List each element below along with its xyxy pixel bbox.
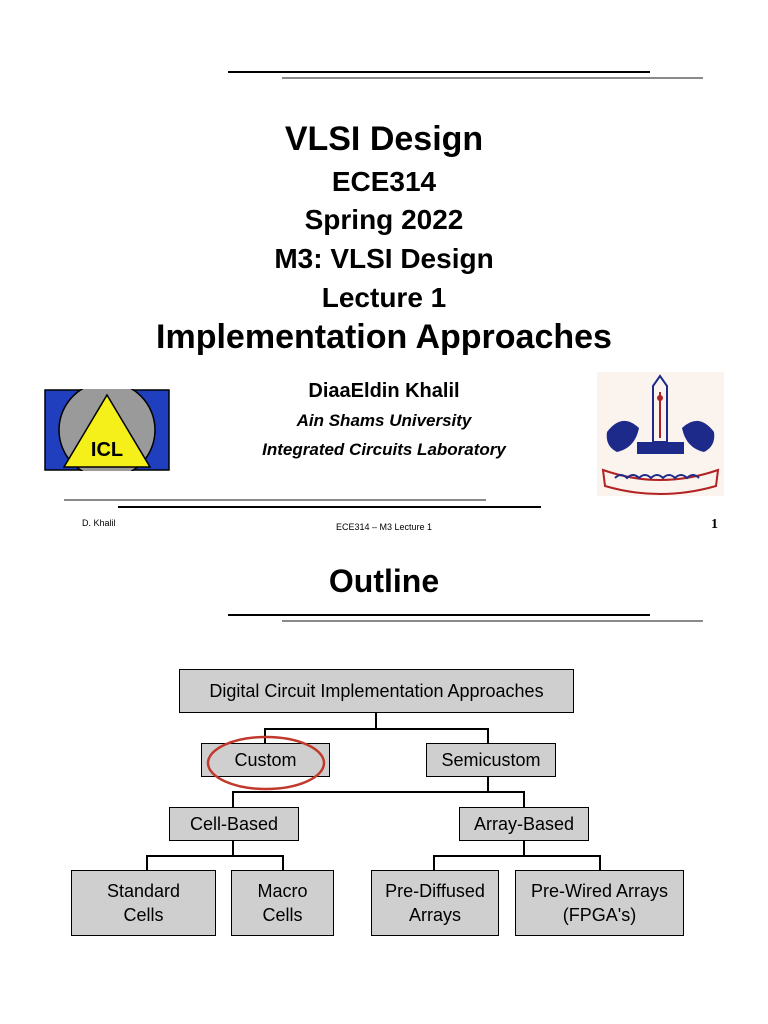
connector [146, 855, 148, 871]
connector [487, 728, 489, 744]
connector [232, 791, 525, 793]
connector [375, 713, 377, 730]
connector [232, 841, 234, 856]
term: Spring 2022 [304, 204, 464, 235]
university-seal-logo [597, 372, 724, 496]
connector [232, 791, 234, 808]
custom-highlight-ellipse [206, 735, 326, 791]
connector [433, 855, 601, 857]
topic: Implementation Approaches [156, 318, 612, 356]
node-cell-based: Cell-Based [169, 807, 299, 841]
bottom-rule-gray [64, 499, 486, 501]
icl-logo-text: ICL [90, 439, 124, 461]
lecture: Lecture 1 [321, 282, 447, 313]
top-rule-black [228, 71, 650, 73]
top-rule-gray [282, 77, 703, 79]
outline-rule-gray [282, 620, 703, 622]
connector [264, 728, 489, 730]
page-number: 1 [711, 517, 718, 532]
connector [487, 777, 489, 792]
lab-name: Integrated Circuits Laboratory [262, 440, 506, 459]
connector [433, 855, 435, 871]
connector [599, 855, 601, 871]
node-array-based: Array-Based [459, 807, 589, 841]
connector [523, 791, 525, 808]
bottom-rule-black [118, 506, 541, 508]
node-root: Digital Circuit Implementation Approache… [179, 669, 574, 713]
outline-rule-black [228, 614, 650, 616]
university-name: Ain Shams University [296, 411, 472, 430]
node-semicustom: Semicustom [426, 743, 556, 777]
course-code: ECE314 [331, 166, 437, 197]
node-standard-cells: Standard Cells [71, 870, 216, 936]
node-pre-diffused-arrays: Pre-Diffused Arrays [371, 870, 499, 936]
connector [523, 841, 525, 856]
author-name: DiaaEldin Khalil [308, 380, 460, 402]
node-custom: Custom [201, 743, 330, 777]
icl-logo: ICL [44, 381, 170, 479]
node-macro-cells: Macro Cells [231, 870, 334, 936]
footer-course: ECE314 – M3 Lecture 1 [335, 522, 433, 532]
connector [146, 855, 284, 857]
outline-title: Outline [328, 563, 440, 599]
footer-author: D. Khalil [82, 518, 116, 528]
slide-title: VLSI Design [284, 120, 484, 158]
module: M3: VLSI Design [274, 243, 494, 274]
connector [282, 855, 284, 871]
node-pre-wired-arrays: Pre-Wired Arrays (FPGA's) [515, 870, 684, 936]
